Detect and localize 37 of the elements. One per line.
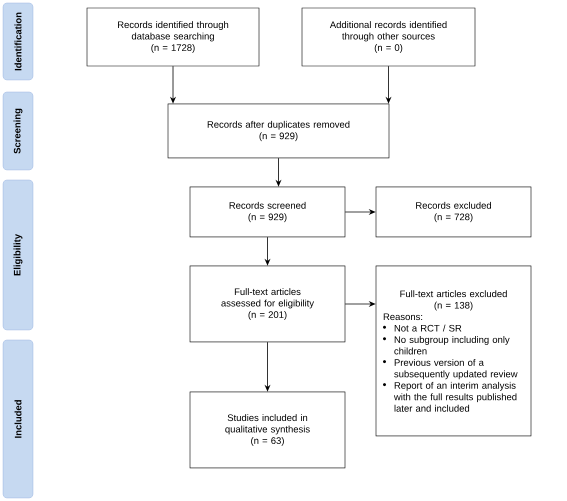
- phase-band: [2, 2, 34, 80]
- process-box: [190, 186, 346, 238]
- box-label: Records after duplicates removed: [208, 120, 350, 130]
- bullet-item: Not a RCT / SR: [394, 324, 462, 332]
- box-label: Full-text articles assessed for eligibility: [221, 288, 314, 308]
- count-label: (n = 201): [248, 311, 286, 320]
- count-label: (n = 63): [251, 437, 284, 446]
- process-box: [302, 8, 476, 66]
- count-label: (n = 728): [434, 213, 472, 222]
- box-label: Additional records identified through other sources: [330, 21, 447, 42]
- bullet-item: Report of an interim analysis with the full results published later and included: [394, 382, 516, 412]
- process-box: [376, 266, 532, 436]
- phase-label: Eligibility: [14, 234, 22, 276]
- box-label: Records excluded: [416, 202, 492, 209]
- box-label: Full-text articles excluded: [400, 290, 507, 298]
- bullet-item: No subgroup including only children: [394, 336, 510, 354]
- process-box: [190, 266, 346, 342]
- bullet-item: Previous version of a subsequently updated review: [394, 358, 518, 380]
- process-box: [376, 186, 532, 238]
- count-label: (n = 929): [260, 132, 298, 142]
- phase-label: Included: [14, 400, 22, 438]
- phase-band: [2, 92, 34, 170]
- phase-band: [2, 180, 34, 330]
- phase-band: [2, 340, 34, 498]
- count-label: (n = 138): [434, 302, 472, 310]
- phase-label: Screening: [14, 108, 22, 154]
- process-box: [190, 392, 346, 468]
- process-box: [86, 8, 260, 66]
- count-label: (n = 1728): [151, 44, 195, 53]
- count-label: (n = 929): [248, 213, 286, 222]
- reasons-label: Reasons:: [384, 313, 422, 320]
- process-box: [168, 104, 390, 158]
- phase-label: Identification: [14, 12, 22, 70]
- box-label: Records identified through database searching: [118, 21, 228, 42]
- count-label: (n = 0): [374, 44, 402, 53]
- box-label: Records screened: [230, 202, 306, 209]
- box-label: Studies included in qualitative synthesis: [225, 414, 310, 434]
